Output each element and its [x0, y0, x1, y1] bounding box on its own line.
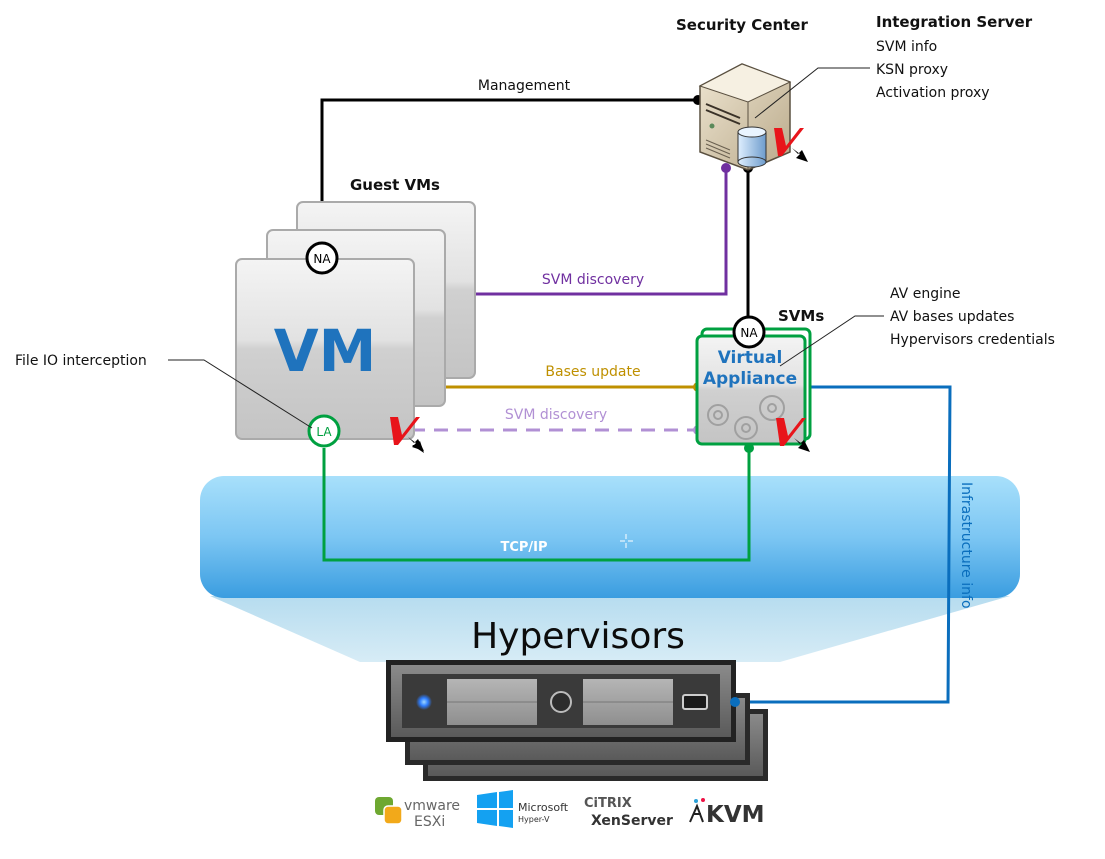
integration-item-2: KSN proxy [876, 62, 948, 78]
security-center-server[interactable] [698, 63, 792, 171]
na-svm-label: NA [740, 326, 758, 340]
integration-item-3: Activation proxy [876, 85, 990, 101]
hypervisor-cone [210, 596, 1010, 662]
na-vm-label: NA [313, 252, 331, 266]
power-button [550, 691, 572, 713]
la-label: LA [316, 425, 332, 439]
svm-discovery-dashed-label: SVM discovery [505, 407, 607, 423]
network-agent-vm[interactable]: NA [305, 241, 339, 275]
svm-stack: Virtual Appliance [695, 327, 812, 446]
power-led [416, 694, 432, 710]
vmware-product: ESXi [414, 814, 445, 830]
integration-server-title: Integration Server [876, 13, 1033, 31]
svm-discovery-line [414, 168, 728, 296]
microsoft-brand: Microsoft [518, 801, 569, 814]
svm-discovery-endpoint-sc [721, 163, 731, 173]
file-io-callout-line [168, 359, 313, 429]
infra-endpoint-hyp-dot [730, 697, 740, 707]
guest-vm-stack: VM [235, 201, 476, 440]
integration-item-1: SVM info [876, 39, 937, 55]
usb-port [682, 694, 708, 710]
management-line [320, 98, 698, 250]
svm-item-2: AV bases updates [890, 309, 1014, 325]
infrastructure-line [735, 385, 952, 704]
va-line2: Appliance [703, 369, 797, 389]
vmware-esxi-logo: vmware ESXi [375, 797, 460, 830]
tcp-ip-label: TCP/IP [500, 540, 547, 555]
svm-callout-line [779, 315, 884, 367]
svm-discovery-label: SVM discovery [542, 272, 644, 288]
management-label: Management [478, 78, 571, 94]
cursor-crosshair-icon [620, 534, 633, 548]
microsoft-product: Hyper-V [518, 815, 550, 824]
integration-callout-line [754, 67, 870, 119]
kvm-logo: KVM [689, 798, 765, 828]
database-icon [737, 126, 767, 168]
network-band [200, 476, 1020, 598]
vm-label: VM [274, 317, 377, 385]
infrastructure-info-label: Infrastructure info [958, 482, 974, 609]
hypervisors-title: Hypervisors [471, 616, 685, 657]
bases-update-label: Bases update [545, 364, 640, 380]
kaspersky-logo-sc [774, 128, 808, 162]
kvm-text: KVM [706, 802, 765, 828]
kaspersky-logo-vm [390, 417, 424, 453]
light-agent[interactable]: LA [307, 414, 341, 448]
guest-vms-title: Guest VMs [350, 176, 440, 194]
network-agent-svm[interactable]: NA [732, 315, 766, 349]
svms-title: SVMs [778, 307, 824, 325]
tcp-ip-line [322, 448, 751, 562]
svm-item-1: AV engine [890, 286, 960, 302]
citrix-brand: CiTRIX [584, 796, 632, 811]
vmware-brand: vmware [404, 798, 460, 814]
kaspersky-logo-svm [776, 418, 810, 452]
security-center-title: Security Center [676, 16, 808, 34]
citrix-product: XenServer [591, 813, 673, 829]
hypervisor-servers[interactable] [386, 660, 768, 781]
microsoft-hyperv-logo: Microsoft Hyper-V [477, 790, 569, 828]
gears-icon [707, 395, 785, 440]
svm-item-3: Hypervisors credentials [890, 332, 1055, 348]
citrix-xenserver-logo: CiTRIX XenServer [584, 796, 673, 829]
va-line1: Virtual [718, 348, 783, 368]
file-io-label: File IO interception [15, 353, 147, 369]
